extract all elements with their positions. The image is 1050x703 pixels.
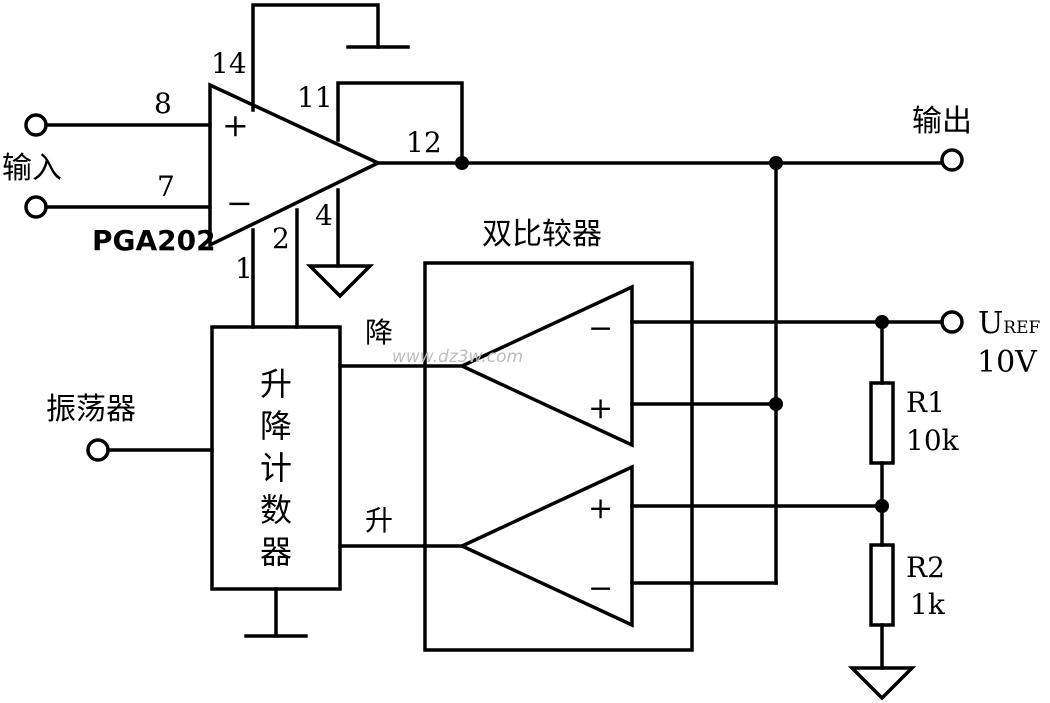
pga202-amplifier: + − xyxy=(208,82,383,248)
pin-number-12: 12 xyxy=(406,126,442,159)
pin4-ground xyxy=(305,188,375,299)
pin-number-7: 7 xyxy=(157,170,175,203)
dual-comparator-label: 双比较器 xyxy=(482,217,602,252)
output-terminal[interactable] xyxy=(940,148,964,172)
uref-label: UREF xyxy=(978,306,1041,341)
counter-label: 升 降 计 数 器 xyxy=(260,365,292,571)
pin14-ground xyxy=(251,3,410,112)
up-label: 升 xyxy=(365,504,393,537)
input-terminals xyxy=(24,113,212,219)
resistor-r2 xyxy=(869,543,895,627)
r1-name-label: R1 xyxy=(906,386,945,419)
junction-dot xyxy=(875,499,889,513)
ground-symbol xyxy=(847,666,917,701)
oscillator xyxy=(86,438,214,462)
amplifier-triangle xyxy=(208,82,383,248)
watermark: www.dz3w.com xyxy=(392,347,523,367)
pin-number-2: 2 xyxy=(272,222,290,255)
pin-number-11: 11 xyxy=(297,81,333,114)
oscillator-terminal[interactable] xyxy=(86,438,110,462)
chip-label: PGA202 xyxy=(92,224,216,257)
r2-value-label: 1k xyxy=(910,588,946,621)
counter-label-char: 计 xyxy=(260,449,292,487)
junction-dot xyxy=(455,156,469,170)
uref-terminal[interactable] xyxy=(940,310,964,334)
amp-plus-sign: + xyxy=(222,106,249,144)
counter-label-char: 数 xyxy=(260,491,292,529)
oscillator-label: 振荡器 xyxy=(46,392,136,427)
input-terminal-minus[interactable] xyxy=(24,195,48,219)
pin-number-4: 4 xyxy=(315,199,333,232)
r1-value-label: 10k xyxy=(906,424,960,457)
pin-number-1: 1 xyxy=(235,252,253,285)
ground-symbol xyxy=(305,264,375,299)
amp-minus-sign: − xyxy=(226,184,253,222)
comparator-bottom-plus: + xyxy=(588,491,613,526)
counter-label-char: 器 xyxy=(260,533,292,571)
output-label: 输出 xyxy=(912,104,972,139)
r2-name-label: R2 xyxy=(906,551,945,584)
input-terminal-plus[interactable] xyxy=(24,113,48,137)
comparator-top-minus: − xyxy=(588,311,613,346)
uref-value-label: 10V xyxy=(977,345,1038,380)
dual-comparator: − + + − xyxy=(338,261,944,652)
comparator-top-plus: + xyxy=(588,391,613,426)
pin14-wire xyxy=(251,3,380,112)
output-net xyxy=(376,148,964,585)
comparator-top xyxy=(457,284,634,448)
counter-label-char: 降 xyxy=(260,407,292,445)
pin-number-8: 8 xyxy=(154,87,172,120)
counter-label-char: 升 xyxy=(260,365,292,403)
down-label: 降 xyxy=(365,316,393,349)
updown-counter xyxy=(210,325,342,638)
reference-divider xyxy=(847,310,964,701)
resistor-r1 xyxy=(869,381,895,465)
comparator-bottom xyxy=(457,464,634,628)
comparator-bottom-minus: − xyxy=(588,571,613,606)
pin11-loop-wire xyxy=(336,81,464,165)
comparator-box xyxy=(423,261,694,652)
pin-number-14: 14 xyxy=(211,47,247,80)
input-label: 输入 xyxy=(2,151,62,186)
